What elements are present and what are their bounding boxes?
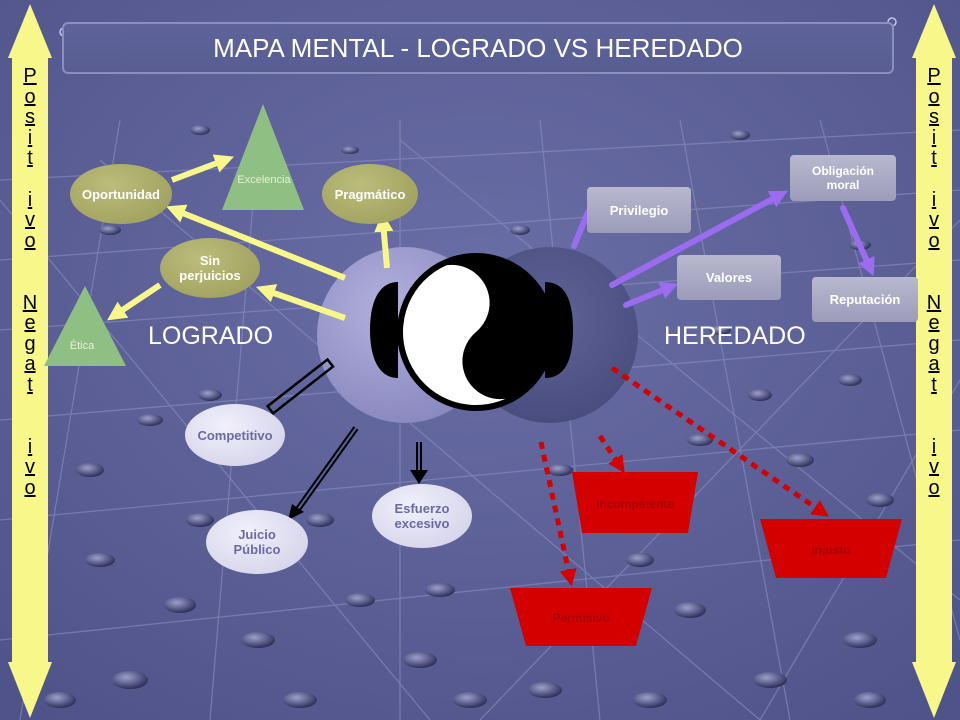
arrow-to-incompetente xyxy=(597,434,625,474)
left-side-bar xyxy=(8,4,52,718)
page-title: MAPA MENTAL - LOGRADO VS HEREDADO xyxy=(213,32,743,63)
arrow-to-etica xyxy=(107,282,162,321)
oportunidad-node: Oportunidad xyxy=(70,164,172,224)
excelencia-label: Excelencia xyxy=(237,174,291,186)
excelencia-triangle xyxy=(222,104,304,210)
competitivo-label: Competitivo xyxy=(197,427,273,443)
permisivo-shape xyxy=(510,588,652,646)
esfuerzo-excesivo-label: Esfuerzo excesivo xyxy=(394,501,450,531)
juicio-publico-node: Juicio Público xyxy=(206,510,308,574)
yin-yang-icon xyxy=(370,253,573,411)
privilegio-node: Privilegio xyxy=(587,187,691,233)
valores-label: Valores xyxy=(705,270,753,285)
pragmatico-label: Pragmático xyxy=(334,186,406,202)
reputacion-label: Reputación xyxy=(829,292,901,307)
right-side-bar xyxy=(912,4,956,718)
logrado-label: LOGRADO xyxy=(148,322,274,350)
etica-label: Ética xyxy=(69,340,95,352)
valores-node: Valores xyxy=(677,255,781,300)
sin-perjuicios-label: Sin perjuicios xyxy=(179,253,241,283)
etica-triangle xyxy=(44,286,126,366)
obligacion-moral-label: Obligación moral xyxy=(811,164,874,192)
oportunidad-label: Oportunidad xyxy=(82,186,160,202)
title-banner: MAPA MENTAL - LOGRADO VS HEREDADO xyxy=(62,22,894,74)
incompetente-shape xyxy=(572,472,698,533)
arrow-to-pragmatico xyxy=(374,212,394,269)
incompetente-label: Incompetente xyxy=(595,497,674,511)
esfuerzo-excesivo-node: Esfuerzo excesivo xyxy=(372,484,472,548)
pragmatico-node: Pragmático xyxy=(322,164,418,224)
arrow-to-excelencia xyxy=(170,154,234,183)
obligacion-moral-node: Obligación moral xyxy=(790,155,896,201)
reputacion-node: Reputación xyxy=(812,277,918,322)
arrow-to-sin-perjuicios xyxy=(255,284,346,321)
right-bar-label: P o s i t i v o N e g a t i v o xyxy=(926,65,942,499)
juicio-publico-label: Juicio Público xyxy=(233,527,281,557)
injusto-label: Injusto xyxy=(811,543,851,557)
privilegio-label: Privilegio xyxy=(609,202,669,218)
bar-to-privilegio xyxy=(571,209,591,249)
left-bar-label: P o s i t i v o N e g a t i v o xyxy=(22,65,38,499)
arrow-to-reputacion xyxy=(840,205,875,277)
competitivo-node: Competitivo xyxy=(185,404,285,466)
heredado-label: HEREDADO xyxy=(664,322,806,350)
permisivo-label: Permisivo xyxy=(552,611,610,625)
arrow-to-competitivo xyxy=(265,357,335,416)
arrow-to-permisivo xyxy=(538,441,577,587)
arrow-to-valores xyxy=(623,282,679,308)
arrow-to-obligacion xyxy=(609,190,788,288)
injusto-shape xyxy=(760,519,902,578)
arrow-to-injusto xyxy=(610,365,830,517)
arrow-to-oportunidad xyxy=(166,204,347,281)
sin-perjuicios-node: Sin perjuicios xyxy=(160,238,260,298)
